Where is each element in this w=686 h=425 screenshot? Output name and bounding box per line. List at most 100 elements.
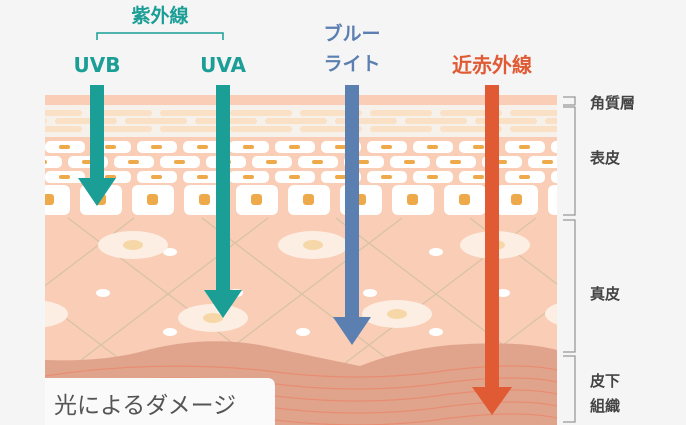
label-subcutaneous-1: 皮下	[590, 372, 620, 390]
uva-arrow	[204, 85, 242, 318]
label-epidermis: 表皮	[590, 149, 620, 167]
cell-nucleus	[197, 145, 208, 149]
cell-nucleus	[151, 175, 162, 179]
epidermis-cell	[551, 171, 557, 183]
fibroblast-nucleus	[123, 240, 143, 250]
corneum-cell	[160, 126, 222, 132]
corneum-cell	[510, 126, 557, 132]
cell-nucleus	[427, 175, 438, 179]
uvb-arrow	[78, 85, 116, 206]
layer-brackets	[563, 96, 576, 423]
cell-nucleus	[407, 194, 418, 205]
basal-cell	[548, 185, 557, 215]
label-near-infrared: 近赤外線	[452, 53, 532, 77]
caption-box	[45, 378, 275, 425]
corneum-cell	[580, 126, 642, 132]
dermis-node	[96, 289, 110, 297]
cell-nucleus	[105, 145, 116, 149]
cell-nucleus	[542, 160, 553, 164]
label-stratum-corneum: 角質層	[590, 94, 635, 112]
dermis-node	[496, 289, 510, 297]
dermis-node	[163, 328, 177, 336]
corneum-cell	[125, 118, 187, 124]
epidermis-cell	[45, 156, 62, 168]
uv-bracket	[96, 32, 224, 40]
cell-nucleus	[59, 145, 70, 149]
corneum-cell	[160, 110, 222, 116]
label-blue-light-2: ライト	[323, 53, 380, 75]
cell-nucleus	[199, 194, 210, 205]
blue-light-arrow	[333, 85, 371, 345]
cell-nucleus	[312, 160, 323, 164]
cell-nucleus	[147, 194, 158, 205]
cell-nucleus	[335, 145, 346, 149]
cell-nucleus	[289, 175, 300, 179]
cell-nucleus	[511, 194, 522, 205]
fibroblast	[545, 303, 557, 325]
corneum-cell	[55, 118, 117, 124]
label-uv: 紫外線	[131, 4, 188, 27]
corneum-cell	[90, 110, 152, 116]
corneum-cell	[510, 110, 557, 116]
cell-nucleus	[174, 160, 185, 164]
cell-nucleus	[519, 175, 530, 179]
cell-nucleus	[243, 175, 254, 179]
cell-nucleus	[473, 175, 484, 179]
near-infrared-arrow	[472, 85, 512, 415]
corneum-cell	[45, 118, 47, 124]
corneum-cell	[90, 126, 152, 132]
cell-nucleus	[59, 175, 70, 179]
corneum-cell	[45, 110, 82, 116]
basal-cell	[45, 185, 70, 215]
cell-nucleus	[197, 175, 208, 179]
cell-nucleus	[381, 145, 392, 149]
cell-nucleus	[358, 160, 369, 164]
epidermis-cell	[551, 141, 557, 153]
cell-nucleus	[45, 160, 47, 164]
cell-nucleus	[289, 145, 300, 149]
dermis-node	[429, 248, 443, 256]
cell-nucleus	[427, 145, 438, 149]
cell-nucleus	[563, 194, 574, 205]
corneum-cell	[545, 118, 557, 124]
cell-nucleus	[303, 194, 314, 205]
cell-nucleus	[450, 160, 461, 164]
corneum-cell	[405, 118, 467, 124]
cell-nucleus	[611, 175, 622, 179]
corneum-cell	[475, 118, 537, 124]
fibroblast-nucleus	[23, 309, 43, 319]
cell-nucleus	[473, 145, 484, 149]
dermis-node	[163, 248, 177, 256]
corneum-cell	[370, 126, 432, 132]
dermis-node	[363, 289, 377, 297]
fibroblast-nucleus	[387, 309, 407, 319]
corneum-cell	[230, 126, 292, 132]
fibroblast-nucleus	[203, 313, 223, 323]
cell-nucleus	[45, 194, 54, 205]
label-uva: UVA	[200, 53, 246, 77]
caption-title: 光によるダメージ	[54, 393, 236, 419]
dermis-node	[429, 328, 443, 336]
cell-nucleus	[519, 145, 530, 149]
skin-cross-section	[23, 95, 642, 425]
epidermis-cell	[597, 171, 637, 183]
cell-nucleus	[459, 194, 470, 205]
cell-nucleus	[243, 145, 254, 149]
cell-nucleus	[251, 194, 262, 205]
label-dermis: 真皮	[590, 285, 620, 303]
fibroblast-nucleus	[570, 309, 590, 319]
label-blue-light-1: ブルー	[323, 22, 380, 45]
cell-nucleus	[404, 160, 415, 164]
label-subcutaneous-2: 組織	[590, 397, 620, 415]
dermis-node	[296, 328, 310, 336]
label-uvb: UVB	[74, 53, 121, 77]
corneum-cell	[370, 110, 432, 116]
corneum-cell	[265, 118, 327, 124]
corneum-cell	[335, 118, 397, 124]
fat-tissue-line	[45, 365, 557, 378]
cell-nucleus	[266, 160, 277, 164]
corneum-cell	[45, 126, 82, 132]
cell-nucleus	[381, 175, 392, 179]
corneum-cell	[230, 110, 292, 116]
